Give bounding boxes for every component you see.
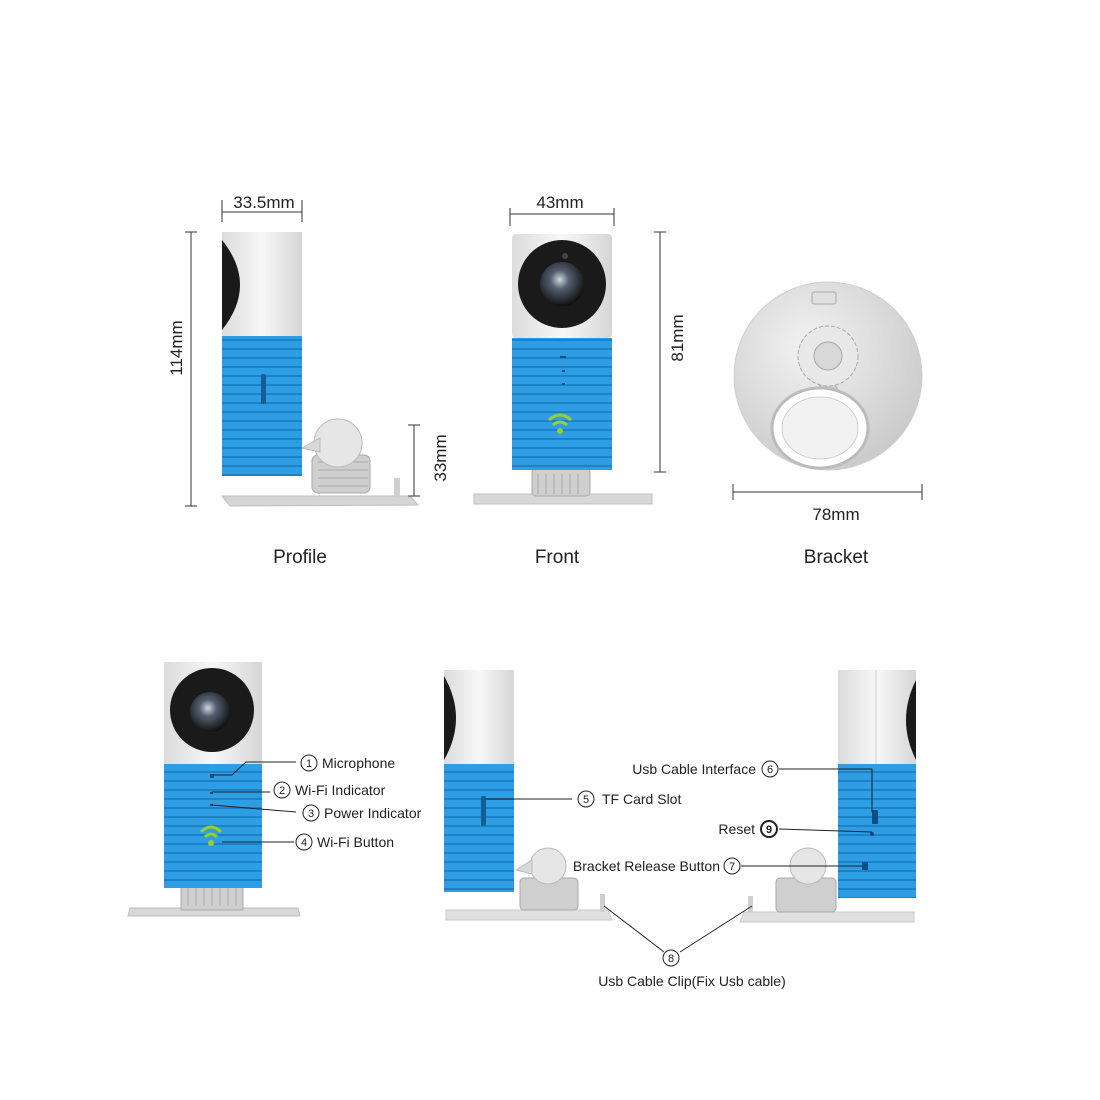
bracket-view: 78mm Bracket	[732, 281, 923, 568]
profile-height-dimension	[185, 231, 197, 507]
callout-wifi-indicator: Wi-Fi Indicator	[295, 782, 386, 798]
side-closeup-left: 5 TF Card Slot	[444, 670, 681, 921]
microphone-leader	[213, 761, 296, 776]
bracket-caption: Bracket	[804, 547, 869, 568]
callout-microphone: Microphone	[322, 755, 395, 771]
callout-4-number: 4	[301, 837, 307, 849]
bracket-height-dimension	[408, 424, 420, 497]
profile-height-label: 114mm	[167, 320, 186, 375]
front-view: 43mm 81mm Front	[473, 193, 687, 568]
front-width-dimension	[509, 208, 615, 226]
callout-4-circle	[295, 833, 313, 851]
wifi-icon	[547, 413, 573, 434]
reset-hole	[870, 832, 874, 836]
front-bracket-knob	[531, 467, 591, 497]
power-indicator-led	[210, 804, 213, 806]
callout-2-number: 2	[279, 785, 285, 797]
power-indicator-leader	[211, 804, 297, 813]
callout-1-number: 1	[306, 758, 312, 770]
callout-3-circle	[302, 804, 320, 822]
front-height-dimension	[654, 231, 666, 473]
callout-wifi-button: Wi-Fi Button	[317, 834, 394, 850]
callout-2-circle	[273, 781, 291, 799]
usb-port	[872, 810, 878, 824]
side-left-blue-body	[444, 764, 514, 892]
profile-width-dimension	[221, 200, 303, 222]
usb-interface-leader	[779, 768, 873, 812]
usb-clip-leader-right	[679, 905, 753, 953]
tf-card-slot-profile	[261, 374, 266, 404]
callout-8-number: 8	[668, 953, 674, 965]
front-base-plate	[473, 493, 653, 505]
callout-power-indicator: Power Indicator	[324, 805, 422, 821]
profile-view: 33.5mm 114mm 33mm Profile	[167, 193, 450, 568]
tf-card-slot	[481, 796, 486, 826]
front-closeup: 1 Microphone 2 Wi-Fi Indicator 3 Power I…	[127, 662, 422, 917]
callout-usb-interface: Usb Cable Interface	[632, 761, 756, 777]
callout-bracket-release: Bracket Release Button	[573, 858, 720, 874]
front-width-label: 43mm	[536, 193, 583, 212]
side-closeup-right: 6 Usb Cable Interface 9 Reset 7 Bracket …	[573, 670, 916, 923]
front-caption: Front	[535, 547, 580, 568]
bracket-width-label: 78mm	[812, 505, 859, 524]
usb-clip-callout: 8 Usb Cable Clip(Fix Usb cable)	[598, 905, 786, 989]
callout-6-number: 6	[767, 764, 773, 776]
callout-6-circle	[761, 760, 779, 778]
profile-blue-body	[222, 336, 302, 476]
microphone-hole	[210, 774, 214, 778]
callout-8-circle	[662, 949, 680, 967]
callout-usb-cable-clip: Usb Cable Clip(Fix Usb cable)	[598, 973, 786, 989]
closeup-lens	[190, 692, 230, 732]
callout-5-circle	[577, 790, 595, 808]
side-left-base-plate	[445, 909, 613, 921]
callout-7-number: 7	[729, 861, 735, 873]
bracket-release-button	[862, 862, 868, 870]
callout-reset: Reset	[718, 821, 755, 837]
profile-base-plate	[220, 495, 420, 507]
callout-9-circle	[760, 820, 778, 838]
callout-3-number: 3	[308, 808, 314, 820]
callout-9-number: 9	[766, 824, 772, 836]
profile-caption: Profile	[273, 547, 327, 568]
wifi-button-icon	[199, 825, 223, 846]
bracket-width-dimension	[732, 484, 923, 500]
bracket-height-label: 33mm	[431, 434, 450, 481]
front-blue-body	[512, 338, 612, 470]
front-lens	[540, 262, 584, 306]
front-height-label: 81mm	[668, 314, 687, 361]
reset-leader	[778, 828, 873, 833]
callout-1-circle	[300, 754, 318, 772]
wifi-indicator-led	[210, 792, 213, 794]
side-right-white-cap	[838, 670, 916, 764]
profile-lens-edge	[222, 240, 240, 330]
profile-width-label: 33.5mm	[233, 193, 294, 212]
callout-tf-card-slot: TF Card Slot	[602, 791, 681, 807]
callout-5-number: 5	[583, 794, 589, 806]
usb-clip-leader-left	[603, 905, 665, 953]
side-right-base-plate	[739, 911, 915, 923]
profile-bracket-ball	[313, 418, 363, 468]
callout-7-circle	[723, 857, 741, 875]
